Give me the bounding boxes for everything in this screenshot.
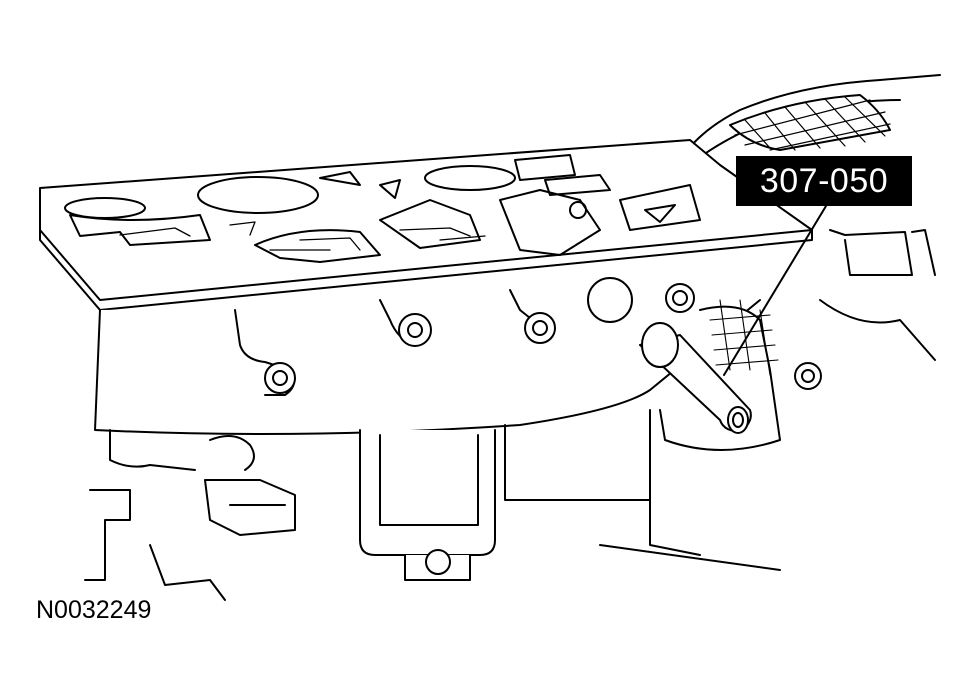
valve-body-plate <box>40 140 812 434</box>
figure-id: N0032249 <box>36 596 152 624</box>
oil-pan-section <box>360 410 780 580</box>
electrical-connector <box>85 430 295 600</box>
mounting-bosses <box>235 278 821 395</box>
tool-callout-label: 307-050 <box>736 156 912 206</box>
special-tool-307-050 <box>640 206 826 450</box>
